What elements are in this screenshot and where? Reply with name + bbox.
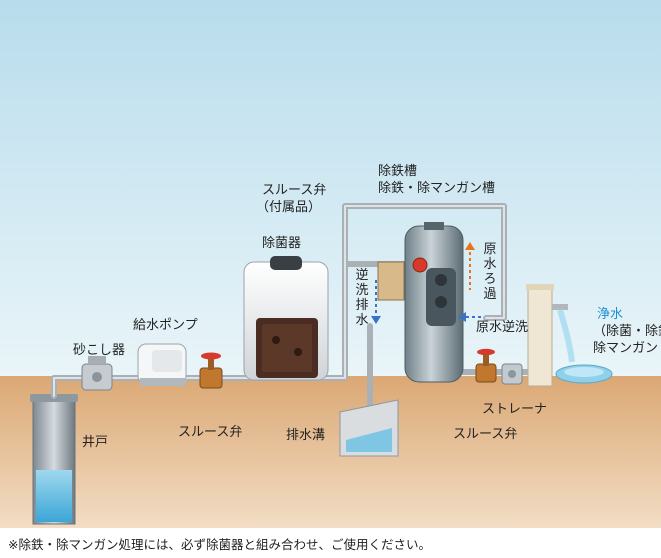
sluice-valve-right [475,348,497,383]
sluice-valve-left [199,352,223,389]
sand-filter [81,356,113,391]
ground [0,376,661,528]
sluice-attached-label: スルース弁 [262,183,327,198]
backwash-drain-label: 逆洗排水 [355,268,369,328]
drain-ditch [339,399,399,457]
iron-removal-tank [377,222,464,383]
raw-filtration-label: 原水ろ過 [483,242,497,302]
footnote: ※除鉄・除マンガン処理には、必ず除菌器と組み合わせ、ご使用ください。 [8,537,431,552]
tank-title-iron-manganese: 除鉄・除マンガン槽 [378,181,496,196]
strainer [501,363,523,385]
sand-filter-label: 砂こし器 [73,343,126,358]
feed-pump [137,343,187,386]
water-basin [555,364,613,384]
strainer-label: ストレーナ [482,402,548,417]
sluice-right-label: スルース弁 [453,427,518,442]
well-label: 井戸 [82,435,109,450]
sluice-left-label: スルース弁 [178,425,243,440]
flow-arrows [371,242,484,324]
well [30,394,78,525]
tank-title-iron: 除鉄槽 [378,164,418,179]
faucet-post [526,284,575,387]
clean-water-label: 浄水 [597,307,624,322]
feed-pump-label: 給水ポンプ [133,318,198,333]
drain-ditch-label: 排水溝 [286,428,326,443]
sterilizer-label: 除菌器 [262,236,302,251]
footer-band [0,528,661,558]
clean-water-detail-1: （除菌・除鉄・ [593,324,661,339]
sterilizer-unit [243,256,329,381]
clean-water-detail-2: 除マンガン [593,341,659,356]
attached-sluice-valve [412,257,428,273]
raw-backwash-label: 原水逆洗 [476,320,529,335]
sluice-attached-note: （付属品） [256,200,322,215]
